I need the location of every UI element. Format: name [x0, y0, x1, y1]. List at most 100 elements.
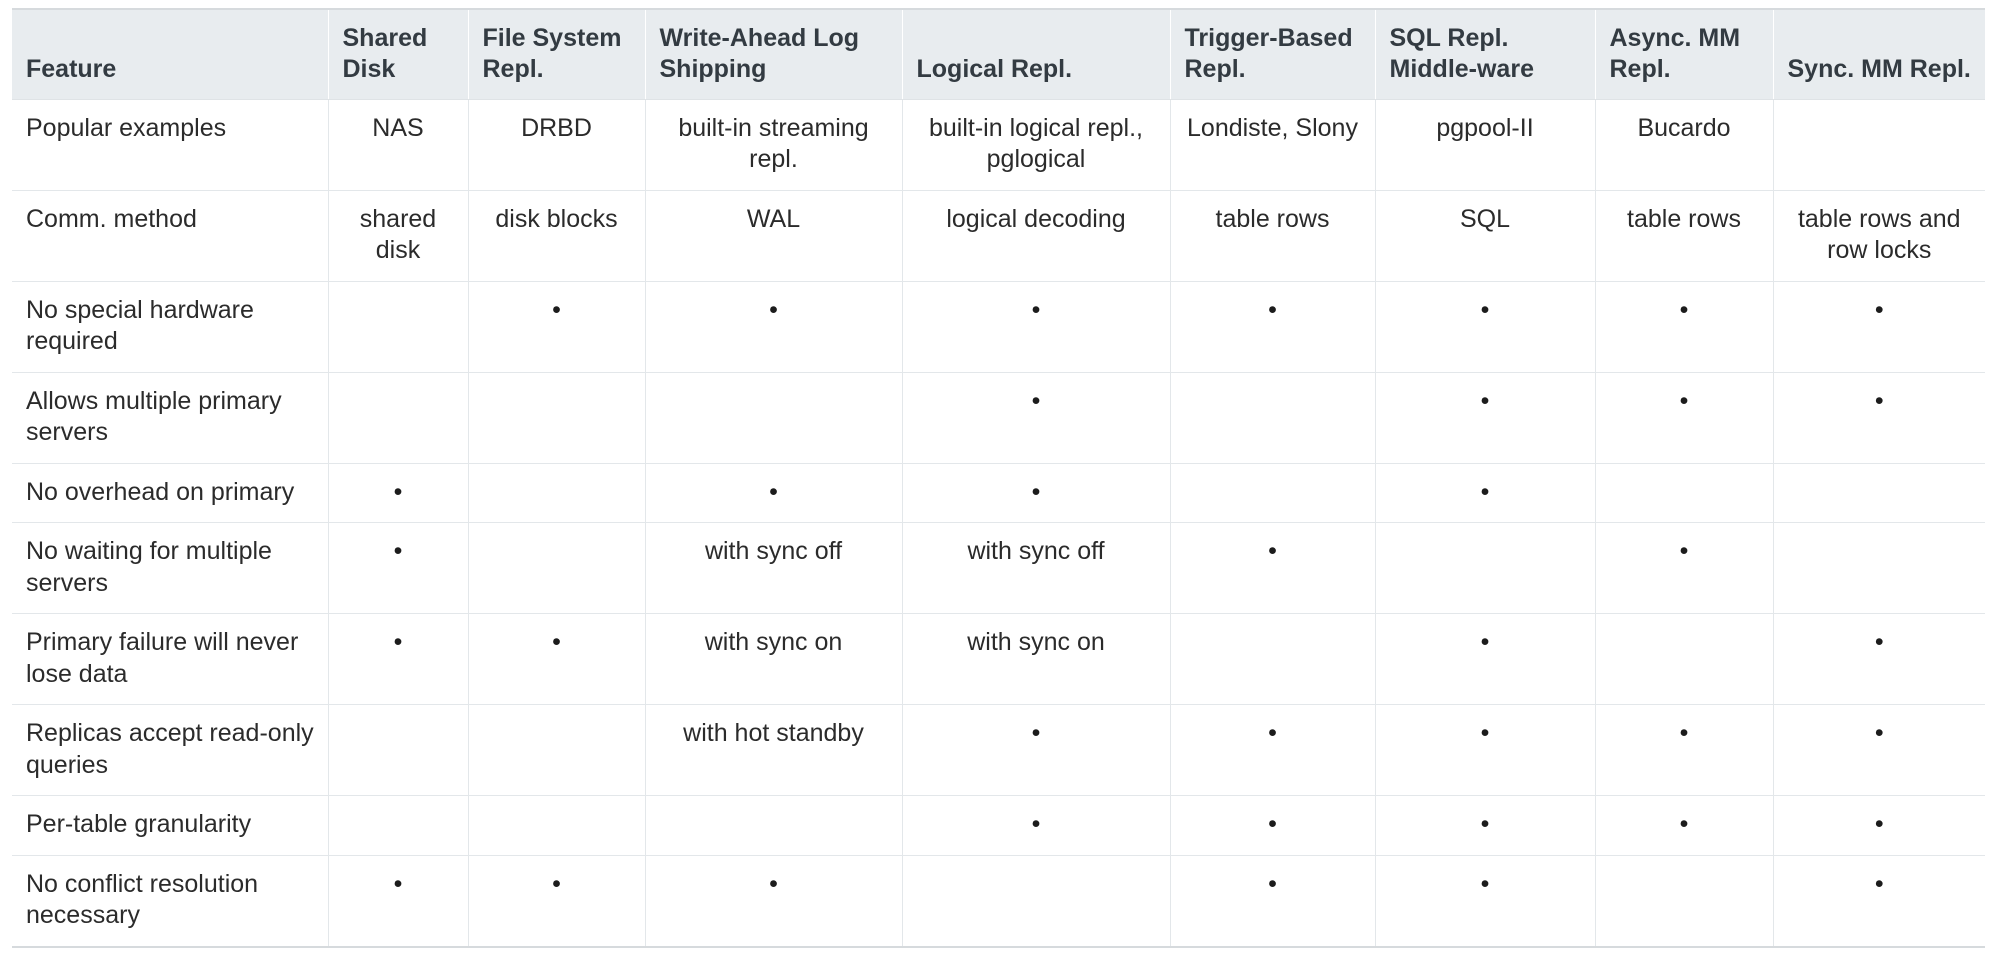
bullet-icon: • [1480, 869, 1490, 898]
table-cell: • [1170, 522, 1376, 614]
bullet-icon: • [1679, 386, 1689, 415]
table-cell: disk blocks [468, 189, 646, 281]
table-cell [1170, 371, 1376, 463]
table-row: No waiting for multiple servers•with syn… [12, 522, 1985, 614]
row-feature-label: Primary failure will never lose data [12, 613, 329, 705]
bullet-icon: • [1874, 628, 1884, 656]
table-cell: DRBD [468, 99, 646, 190]
table-cell: • [1375, 704, 1596, 796]
table-cell [1773, 522, 1985, 614]
table-cell: table rows [1595, 189, 1774, 281]
bullet-icon: • [769, 869, 778, 898]
cell-text: table rows [1627, 204, 1741, 233]
table-cell: • [468, 854, 646, 947]
table-cell [468, 522, 646, 614]
table-row: No overhead on primary•••• [12, 462, 1985, 523]
bullet-icon: • [1268, 869, 1277, 898]
cell-text: DRBD [521, 113, 592, 142]
header-row: Feature Shared Disk File System Repl. Wr… [12, 9, 1985, 100]
bullet-icon: • [769, 477, 778, 506]
table-cell: table rows [1170, 189, 1376, 281]
cell-text: with sync off [704, 537, 843, 565]
column-header-trigger-based-repl: Trigger-Based Repl. [1170, 9, 1376, 100]
table-cell: • [1595, 704, 1774, 796]
bullet-icon: • [393, 537, 403, 565]
table-cell: • [1595, 280, 1774, 372]
table-cell: Londiste, Slony [1170, 99, 1376, 190]
cell-text: with sync on [967, 628, 1105, 656]
table-cell: shared disk [328, 189, 469, 281]
table-cell: • [1773, 704, 1985, 796]
table-cell: • [1375, 462, 1596, 523]
table-cell: with hot standby [645, 704, 903, 796]
table-cell [1595, 613, 1774, 705]
bullet-icon: • [1268, 810, 1277, 838]
bullet-icon: • [1679, 537, 1689, 565]
table-cell: table rows and row locks [1773, 189, 1985, 281]
cell-text: with sync off [967, 537, 1105, 565]
row-feature-label: Popular examples [12, 99, 329, 190]
bullet-icon: • [393, 628, 403, 656]
table-cell: • [1773, 613, 1985, 705]
table-cell: • [1375, 613, 1596, 705]
bullet-icon: • [1480, 719, 1490, 747]
table-cell [468, 795, 646, 855]
bullet-icon: • [1480, 628, 1490, 656]
bullet-icon: • [1874, 719, 1884, 747]
bullet-icon: • [552, 869, 561, 898]
bullet-icon: • [1031, 810, 1041, 838]
table-cell: • [1773, 371, 1985, 463]
bullet-icon: • [1480, 810, 1490, 838]
bullet-icon: • [1031, 477, 1041, 506]
table-cell: • [1375, 795, 1596, 855]
column-header-file-system-repl: File System Repl. [468, 9, 646, 100]
cell-text: pgpool-II [1436, 113, 1534, 142]
table-cell: NAS [328, 99, 469, 190]
table-cell: • [1375, 854, 1596, 947]
table-cell [645, 795, 903, 855]
cell-text: Bucardo [1637, 113, 1731, 142]
table-cell: • [902, 462, 1171, 523]
cell-text: table rows and row locks [1797, 204, 1961, 265]
bullet-icon: • [1480, 477, 1490, 506]
bullet-icon: • [1268, 719, 1277, 747]
bullet-icon: • [393, 477, 403, 506]
table-cell [468, 462, 646, 523]
table-cell: • [1595, 522, 1774, 614]
table-row: Per-table granularity••••• [12, 795, 1985, 855]
table-cell: Bucardo [1595, 99, 1774, 190]
table-row: Primary failure will never lose data • • wi… [12, 613, 1985, 705]
cell-text: NAS [372, 113, 424, 142]
table-cell: with sync on [645, 613, 903, 705]
cell-text: with hot standby [683, 719, 864, 747]
table-row: Allows multiple primary servers•••• [12, 371, 1985, 463]
table-header: Feature Shared Disk File System Repl. Wr… [12, 9, 1985, 100]
column-header-sync-mm-repl: Sync. MM Repl. [1773, 9, 1985, 100]
table-row: No conflict resolution necessary•••••• [12, 854, 1985, 947]
cell-text: logical decoding [946, 204, 1126, 233]
table-cell [1170, 462, 1376, 523]
table-cell: • [468, 280, 646, 372]
table-cell: with sync off [902, 522, 1171, 614]
table-cell: • [902, 704, 1171, 796]
bullet-icon: • [552, 295, 561, 324]
table-cell [468, 371, 646, 463]
bullet-icon: • [1268, 295, 1277, 324]
table-cell: • [1170, 704, 1376, 796]
table-cell [1773, 462, 1985, 523]
bullet-icon: • [1874, 869, 1884, 898]
table-cell: • [902, 280, 1171, 372]
row-feature-label: No conflict resolution necessary [12, 854, 329, 947]
bullet-icon: • [1679, 295, 1689, 324]
table-cell: • [1773, 280, 1985, 372]
bullet-icon: • [1874, 386, 1884, 415]
table-cell: • [645, 854, 903, 947]
table-cell: WAL [645, 189, 903, 281]
table-cell: SQL [1375, 189, 1596, 281]
table-cell [902, 854, 1171, 947]
column-header-async-mm-repl: Async. MM Repl. [1595, 9, 1774, 100]
cell-text: WAL [746, 204, 801, 233]
table-cell [328, 704, 469, 796]
